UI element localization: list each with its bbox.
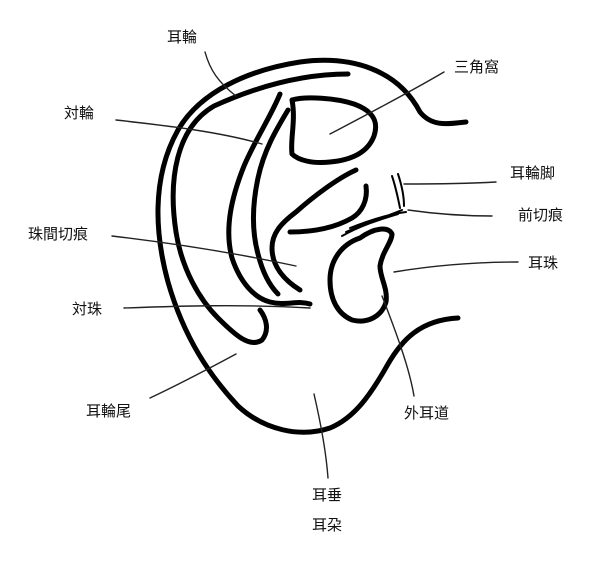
label-earlobe: 耳垂 (312, 486, 342, 504)
leader-intertragic-notch (112, 236, 296, 266)
antihelix-line (229, 94, 310, 304)
label-ear-canal: 外耳道 (404, 404, 449, 422)
label-triangular-fossa: 三角窩 (454, 58, 499, 76)
label-helix: 耳輪 (167, 28, 197, 46)
leader-earlobe (314, 394, 328, 478)
tragus-outline (330, 229, 392, 321)
label-antitragus: 対珠 (72, 300, 102, 318)
helix-inner-line (173, 74, 348, 343)
anterior-notch-strokes (342, 174, 406, 236)
label-helix-tail: 耳輪尾 (86, 402, 131, 420)
label-tragus: 耳珠 (528, 254, 558, 272)
triangular-fossa-outline (292, 98, 376, 163)
leader-anterior-notch (408, 210, 492, 216)
label-intertragic-notch: 珠間切痕 (28, 225, 88, 243)
label-auricle: 耳朶 (312, 516, 342, 534)
leader-antitragus (124, 306, 310, 308)
leader-helix-crus (404, 182, 496, 184)
label-antihelix: 対輪 (64, 104, 94, 122)
leader-tragus (394, 262, 518, 272)
label-anterior-notch: 前切痕 (518, 206, 563, 224)
label-helix-crus: 耳輪脚 (510, 164, 555, 182)
